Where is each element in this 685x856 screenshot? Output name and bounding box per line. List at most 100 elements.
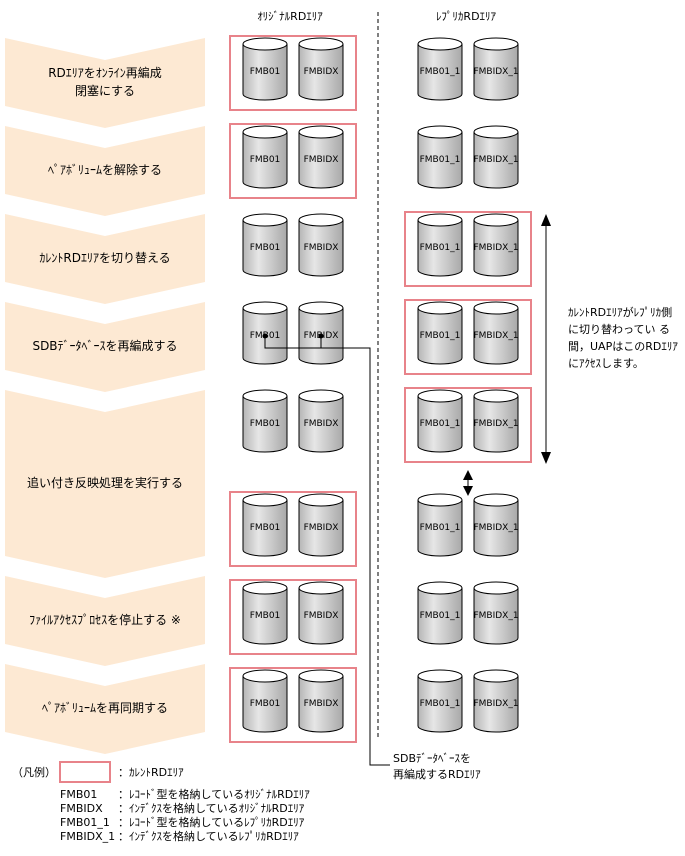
disk-top [298,493,344,507]
disk-replica-fmbidx: FMBIDX_1 [473,125,519,189]
step-label: ｶﾚﾝﾄRDｴﾘｱを切り替える [39,251,170,265]
legend-term: FMB01_1 [60,816,110,829]
step-label: 閉塞にする [75,83,135,98]
disk-replica-fmb01: FMB01_1 [417,581,463,645]
step-arrow [5,390,205,578]
disk-label: FMBIDX_1 [473,243,518,253]
disk-label: FMB01 [250,67,281,77]
disk-top [417,37,463,51]
disk-label: FMBIDX [304,243,339,253]
legend-box [59,761,111,783]
step-arrows [5,38,205,754]
disk-label: FMB01 [250,243,281,253]
disk-replica-fmbidx: FMBIDX_1 [473,213,519,277]
disk-body [298,675,344,733]
step-arrow [5,302,205,392]
disk-original-fmb01: FMB01 [242,493,288,557]
disk-top [473,493,519,507]
disk-top [417,389,463,403]
disk-label: FMB01_1 [420,243,461,253]
disk-original-fmb01: FMB01 [242,213,288,277]
disk-label: FMBIDX [304,699,339,709]
disk-body [417,499,463,557]
current-rdarea-frame [229,667,357,743]
disk-original-fmbidx: FMBIDX [298,389,344,453]
disk-body [417,675,463,733]
disk-body [242,395,288,453]
step-label: RDｴﾘｱをｵﾝﾗｲﾝ再編成 [48,65,162,80]
legend-term: FMBIDX [60,802,103,815]
disk-body [298,131,344,189]
disk-top [298,301,344,315]
arrow-head [463,470,473,480]
legend-term: FMB01 [60,788,97,801]
disk-top [298,125,344,139]
disk-label: FMBIDX [304,523,339,533]
current-rdarea-frame [229,491,357,567]
disk-original-fmbidx: FMBIDX [298,581,344,645]
disk-replica-fmb01: FMB01_1 [417,213,463,277]
disk-replica-fmb01: FMB01_1 [417,301,463,365]
step-arrow [5,126,205,216]
disk-top [242,125,288,139]
connector-line [293,347,390,766]
header-original: ｵﾘｼﾞﾅﾙRDｴﾘｱ [257,10,323,23]
disk-body [473,499,519,557]
disk-top [298,389,344,403]
current-rdarea-frame [229,35,357,111]
arrow-head [463,486,473,496]
annotation-line: に切り替わってい る [568,322,670,336]
disk-replica-fmbidx: FMBIDX_1 [473,301,519,365]
disk-replica-fmbidx: FMBIDX_1 [473,581,519,645]
current-rdarea-frame [404,211,532,287]
disk-top [417,493,463,507]
disk-replica-fmbidx: FMBIDX_1 [473,389,519,453]
disk-original-fmb01: FMB01 [242,125,288,189]
disk-top [473,581,519,595]
disk-top [473,389,519,403]
disk-label: FMBIDX_1 [473,67,518,77]
current-rdarea-frame [404,299,532,375]
callout-line: 再編成するRDｴﾘｱ [393,767,481,781]
legend-term: FMBIDX_1 [60,830,115,843]
disk-replica-fmb01: FMB01_1 [417,37,463,101]
disk-top [417,213,463,227]
disk-original-fmbidx: FMBIDX [298,301,344,365]
arrow-head [541,214,551,226]
disk-replica-fmbidx: FMBIDX_1 [473,669,519,733]
disk-body [473,43,519,101]
disk-top [298,213,344,227]
disk-original-fmb01: FMB01 [242,301,288,365]
disk-original-fmb01: FMB01 [242,389,288,453]
disk-top [242,213,288,227]
disk-original-fmb01: FMB01 [242,581,288,645]
disk-label: FMBIDX [304,67,339,77]
disk-label: FMB01_1 [420,419,461,429]
disk-top [242,581,288,595]
disk-original-fmbidx: FMBIDX [298,37,344,101]
disk-body [417,307,463,365]
disk-label: FMB01 [250,611,281,621]
disk-top [473,213,519,227]
disk-top [417,125,463,139]
disk-label: FMBIDX_1 [473,155,518,165]
disk-top [242,389,288,403]
disk-body [242,219,288,277]
disk-label: FMBIDX_1 [473,611,518,621]
disk-replica-fmb01: FMB01_1 [417,669,463,733]
disk-replica-fmbidx: FMBIDX_1 [473,493,519,557]
disk-top [417,581,463,595]
legend-desc: ：ｲﾝﾃﾞｸｽを格納しているﾚﾌﾟﾘｶRDｴﾘｱ [118,829,299,843]
disk-label: FMBIDX_1 [473,699,518,709]
disk-top [473,37,519,51]
disk-top [473,669,519,683]
disk-label: FMBIDX_1 [473,419,518,429]
disk-body [298,587,344,645]
disk-original-fmbidx: FMBIDX [298,125,344,189]
disk-label: FMB01 [250,523,281,533]
disk-replica-fmb01: FMB01_1 [417,389,463,453]
disk-original-fmb01: FMB01 [242,37,288,101]
disk-label: FMB01 [250,419,281,429]
